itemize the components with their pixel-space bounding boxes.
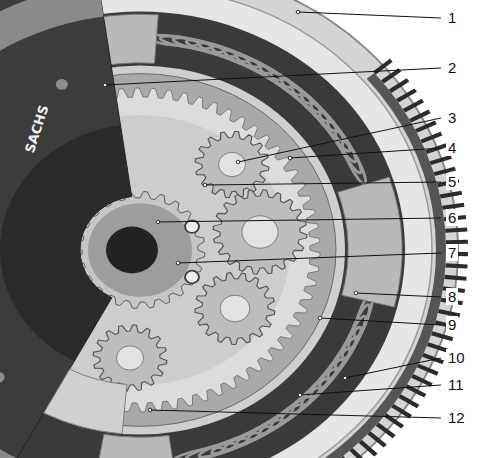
flywheel-disc [0,0,458,458]
arc-spring-coil [172,445,225,458]
leader-line [105,68,441,85]
ring-gear-tooth [430,157,451,163]
leader-dot [156,220,160,224]
leader-dot [354,291,358,295]
cover-cutout [44,369,127,434]
ring-gear-tooth [392,406,410,417]
ring-gear-tooth [418,366,438,374]
ring-gear-tooth [445,277,467,279]
leader-line [178,253,441,263]
leader-dot [236,160,240,164]
leader-line [300,385,441,395]
hub-bore [106,227,158,274]
callout-number: 7 [446,244,458,261]
ring-gear-tooth [351,449,366,458]
leader-line [356,293,441,297]
callout-number: 12 [446,409,467,426]
callout-number: 6 [446,209,458,226]
spring-stop [95,434,177,458]
ring-gear-tooth [404,101,423,111]
cover-hub-ring [0,125,132,361]
planet-pin [117,346,144,370]
leader-line [290,148,441,158]
cover-plate [0,0,132,458]
leader-dot [148,408,152,412]
leader-line [205,182,441,185]
hub [88,203,192,297]
callout-number: 11 [446,376,466,393]
leader-dot [298,393,302,397]
flywheel-body [0,0,468,458]
ring-gear-tooth [432,333,453,339]
leader-dot [203,183,207,187]
leader-dot [103,83,107,87]
ring-gear-tooth [369,433,385,446]
planet-pin [219,152,246,176]
planet-gear [195,273,275,345]
planet-gear [195,131,269,197]
ring-gear-tooth [438,311,459,315]
ring-gear-tooth [377,424,394,437]
ring-gear-tooth [382,70,399,82]
arc-spring-coil [197,435,249,458]
leader-line [320,318,441,325]
callout-number: 8 [446,288,458,305]
leader-line [298,12,441,18]
leader-lines [103,10,441,418]
callout-number: 3 [446,109,458,126]
ring-gear-tooth [412,376,432,385]
leader-line [158,218,441,222]
ring-gear-tooth [446,265,468,266]
leader-line [238,118,441,162]
callout-number: 10 [446,349,467,366]
ring-gear-tooth [360,441,376,455]
ring-gear-tooth [442,205,464,208]
ring-gear-tooth [342,457,356,458]
ring-gear-tooth [410,111,429,120]
leader-dot [176,261,180,265]
spring-stop [338,177,402,307]
ring-gear-tooth [445,229,467,230]
leader-dot [318,316,322,320]
leader-line [150,410,441,418]
ring-gear-tooth [397,90,415,101]
ring-gear-tooth [390,80,408,91]
leader-dot [296,10,300,14]
leader-line [345,358,441,378]
ring-gear-tooth [400,396,419,406]
ring-gear-tooth [440,193,462,197]
hub-bolt [185,271,199,284]
callout-number: 9 [446,316,458,333]
callout-number: 5 [446,173,458,190]
ring-gear-tooth [421,134,441,142]
ring-gear-tooth [416,122,436,131]
rivet [0,372,5,383]
callout-number: 1 [446,9,458,26]
leader-dot [343,376,347,380]
leader-dot [288,156,292,160]
planet-pin [220,295,250,322]
callout-number: 4 [446,139,458,156]
hub-bolt [185,220,199,233]
rivet [56,79,68,90]
arc-spring-coil [339,139,370,185]
callout-number: 2 [446,59,458,76]
